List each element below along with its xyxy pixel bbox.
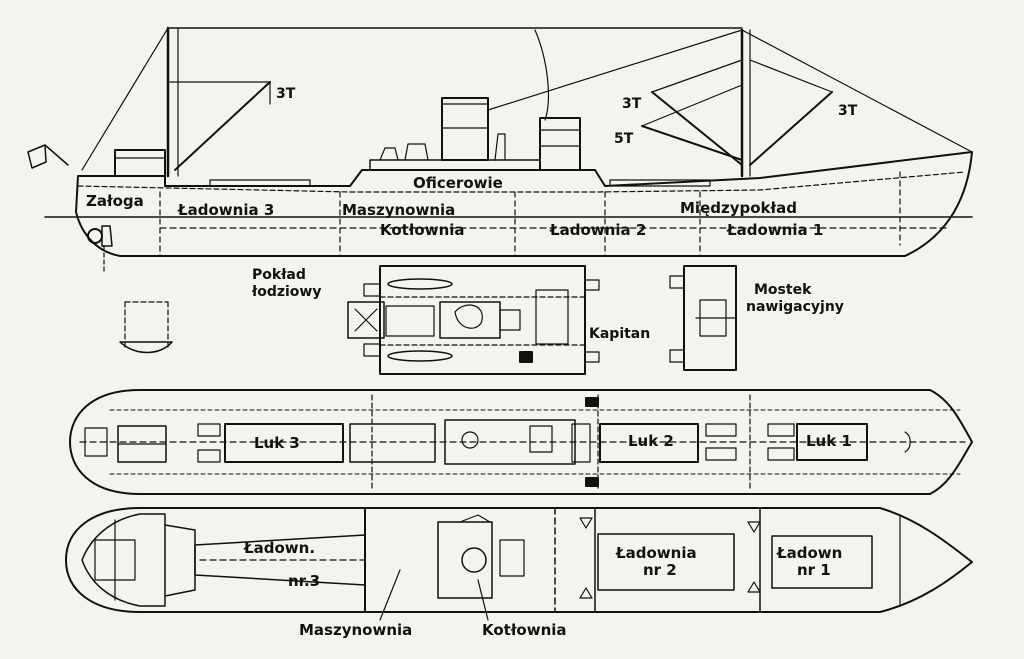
hatch-2 — [599, 423, 699, 463]
main-deck-plan — [69, 389, 973, 495]
label-hold-kotlownia: Kotłownia — [482, 621, 567, 639]
label-boom-fwd-3t-left: 3T — [622, 96, 642, 112]
label-luk-3: Luk 3 — [254, 434, 300, 452]
label-ladown-nr1-line1: Ładown — [777, 544, 843, 562]
label-kapitan: Kapitan — [589, 326, 651, 342]
label-luk-1: Luk 1 — [806, 432, 852, 450]
hull-main-deck — [69, 389, 973, 495]
hatch-3 — [224, 423, 344, 463]
label-ladown-nr3: nr.3 — [288, 572, 321, 590]
label-ladownia-3: Ładownia 3 — [178, 201, 275, 219]
hold-plan — [65, 507, 973, 621]
hull-hold-plan — [65, 507, 973, 613]
label-miedzypoklad: Międzypokład — [680, 199, 797, 217]
label-ladownia-nr2-line1: Ładownia — [616, 544, 697, 562]
label-boom-fwd-5t: 5T — [614, 131, 634, 147]
label-ladown-nr1-line2: nr 1 — [797, 561, 831, 579]
label-poklad: Pokład — [252, 267, 306, 283]
label-boom-aft-3t: 3T — [276, 86, 296, 102]
label-hold-maszynownia: Maszynownia — [299, 621, 413, 639]
label-oficerowie: Oficerowie — [413, 174, 503, 192]
label-kotlownia: Kotłownia — [380, 221, 465, 239]
label-zaloga: Załoga — [86, 192, 144, 210]
label-lodziowy: łodziowy — [252, 284, 322, 300]
label-maszynownia: Maszynownia — [342, 201, 456, 219]
side-profile — [27, 26, 973, 273]
label-ladown: Ładown. — [244, 539, 316, 557]
label-ladownia-nr2-line2: nr 2 — [643, 561, 677, 579]
label-ladownia-1: Ładownia 1 — [727, 221, 824, 239]
label-ladownia-2: Ładownia 2 — [550, 221, 647, 239]
hatch-1 — [796, 423, 868, 461]
label-luk-2: Luk 2 — [628, 432, 674, 450]
label-nawigacyjny: nawigacyjny — [746, 299, 844, 315]
boat-deck-plan — [119, 265, 737, 375]
label-boom-fwd-3t-right: 3T — [838, 103, 858, 119]
label-mostek: Mostek — [754, 282, 812, 298]
